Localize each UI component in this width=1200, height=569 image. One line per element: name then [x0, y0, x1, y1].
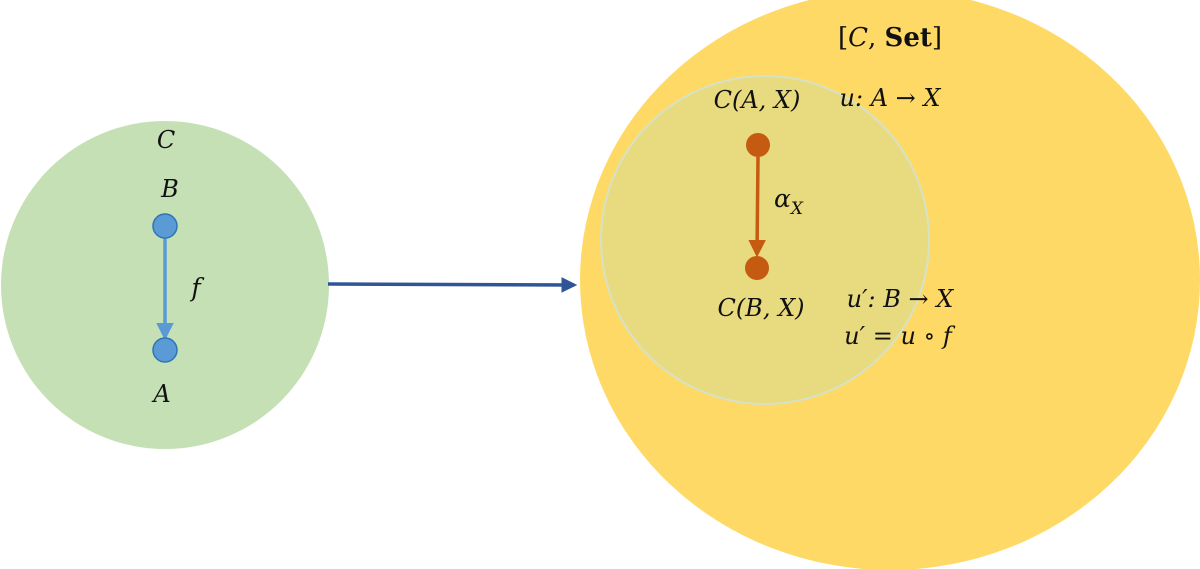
component-arrow: [748, 156, 766, 258]
functor-category-label: [C, Set]: [838, 23, 942, 53]
morphism-label: f: [189, 273, 204, 302]
composition-label: u′ = u ∘ f: [844, 322, 956, 350]
hom-set-label-top: C(A, X): [714, 86, 801, 114]
map-u-prime-label: u′: B → X: [847, 285, 955, 313]
category-label: C: [157, 126, 175, 154]
hom-element-bottom: [745, 256, 769, 280]
map-u-label: u: A → X: [840, 84, 942, 112]
hom-element-top: [746, 133, 770, 157]
hom-set-region: [600, 75, 930, 405]
object-node-a: [152, 337, 178, 363]
functor-arrow: [327, 277, 578, 293]
object-node-b: [152, 213, 178, 239]
object-label-a: A: [151, 380, 170, 408]
component-label: αX: [774, 184, 804, 219]
object-label-b: B: [160, 175, 179, 203]
hom-set-label-bottom: C(B, X): [717, 294, 804, 322]
